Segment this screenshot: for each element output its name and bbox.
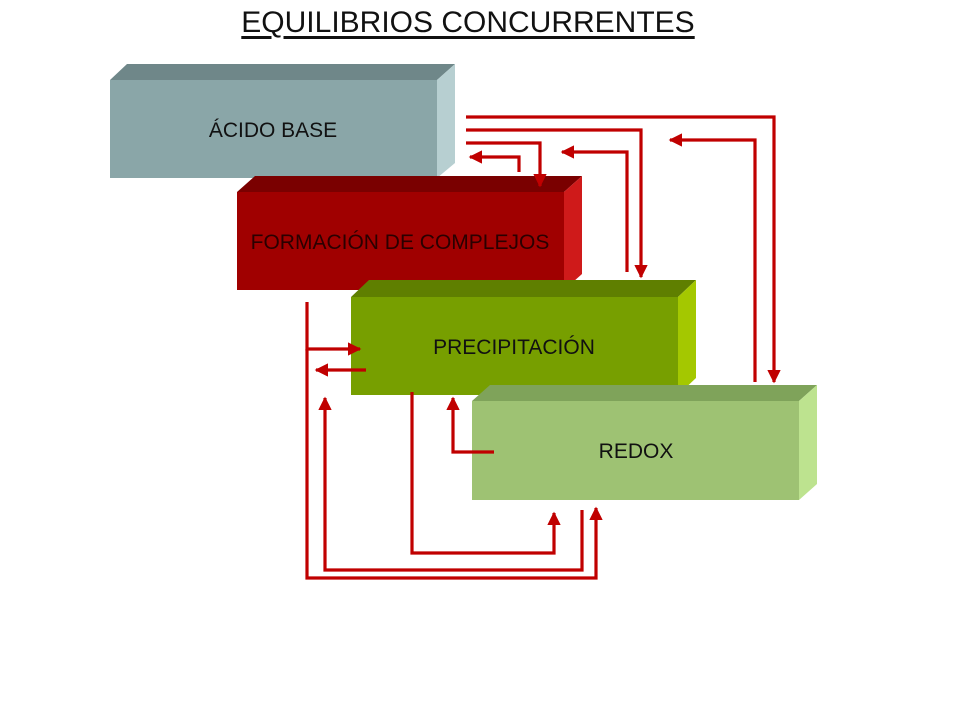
arrow-complejos-to-acido-base: [468, 150, 521, 172]
box-acido-base: ÁCIDO BASE: [110, 64, 455, 178]
arrow-acido-base-to-redox: [466, 115, 781, 384]
box-acido-base-label: ÁCIDO BASE: [209, 119, 337, 142]
box-precipitacion-label: PRECIPITACIÓN: [433, 336, 595, 359]
arrow-redox-to-complejos: [318, 396, 584, 572]
box-formacion-complejos-face: [237, 192, 564, 290]
box-redox-label: REDOX: [599, 440, 674, 463]
box-acido-base-face: [110, 80, 437, 178]
arrow-redox-to-acido-base: [668, 133, 757, 382]
box-redox-face: [472, 401, 799, 500]
arrow-redox-to-precipitacion: [446, 396, 494, 454]
box-redox: REDOX: [472, 385, 817, 500]
diagram-title: EQUILIBRIOS CONCURRENTES: [241, 6, 695, 39]
arrow-precipitacion-to-redox: [410, 392, 561, 555]
box-precipitacion-face: [351, 297, 678, 395]
arrow-acido-base-to-precipitacion: [466, 128, 648, 279]
arrow-precipitacion-to-acido-base: [560, 145, 629, 272]
box-formacion-complejos-label: FORMACIÓN DE COMPLEJOS: [251, 231, 550, 254]
box-formacion-complejos: FORMACIÓN DE COMPLEJOS: [237, 176, 582, 290]
box-precipitacion: PRECIPITACIÓN: [351, 280, 696, 395]
arrow-acido-base-to-complejos: [466, 141, 547, 188]
arrow-complejos-to-redox: [305, 349, 603, 580]
